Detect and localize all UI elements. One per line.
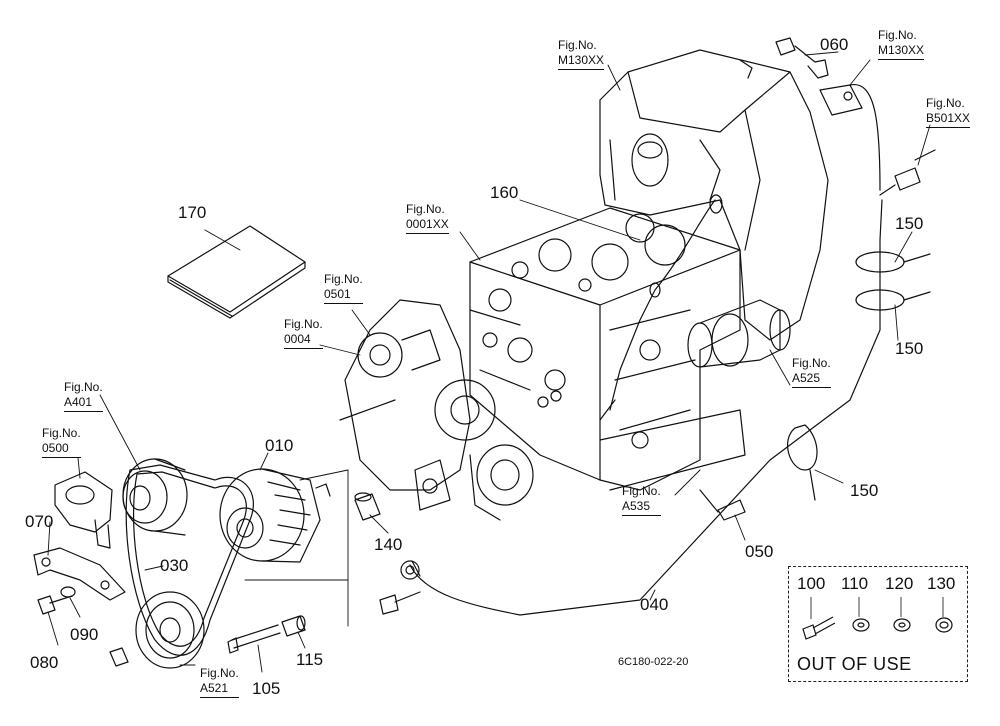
wire-harness-040 [379,199,883,616]
fig-a521: Fig.No.A521 [200,666,239,698]
part-050-label: 050 [745,542,774,561]
part-115-label: 115 [296,650,324,669]
part-010-label: 010 [265,436,294,455]
clamp-150-tie [786,424,818,501]
cylinder-block [469,207,741,491]
fig-0501: Fig.No.0501 [324,272,363,304]
part-150-label-upper: 150 [895,214,924,233]
thermostat-housing [54,471,113,549]
bolt-100 [802,597,836,640]
fig-0001: Fig.No.0001XX [406,202,449,234]
leader-lines [47,51,931,673]
fan-pulley [122,458,188,536]
fig-m130-right: Fig.No.M130XX [878,28,925,60]
out-of-use-label: OUT OF USE [797,654,912,674]
fig-a525: Fig.No.A525 [792,356,831,388]
sensor-060 [775,37,881,191]
fig-b501: Fig.No.B501XX [926,96,971,128]
alternator [219,468,331,563]
part-120-label: 120 [885,574,914,593]
part-070-label: 070 [25,512,54,531]
connector-050 [717,499,746,521]
drawing-code: 6C180-022-20 [618,656,689,668]
part-170-label: 170 [178,203,207,222]
gear-case [339,299,496,491]
part-110-label: 110 [841,574,869,593]
fig-0004: Fig.No.0004 [284,317,323,349]
bolt-080 [37,595,73,615]
dipstick [599,194,723,421]
crank-pulley [109,591,205,669]
bolt-105 [227,624,281,654]
part-105-label: 105 [252,679,281,698]
connector-b501 [879,149,936,196]
part-140-label: 140 [374,535,403,554]
part-150-label-tie: 150 [850,481,879,500]
part-160-label: 160 [490,183,519,202]
washer-090 [60,586,76,598]
fig-m130-left: Fig.No.M130XX [558,38,605,70]
nut-130 [935,597,953,633]
oil-filter [414,444,534,521]
fig-a401: Fig.No.A401 [64,380,103,412]
part-040-label: 040 [640,595,669,614]
out-of-use-parts [802,597,953,640]
part-090-label: 090 [70,625,99,644]
starter-motor [687,299,791,368]
part-060-label: 060 [820,35,849,54]
part-030-label: 030 [160,556,189,575]
v-belt [125,464,254,656]
fig-a535: Fig.No.A535 [622,484,661,516]
cover-170 [167,225,306,319]
fig-0500: Fig.No.0500 [42,426,81,458]
part-130-label: 130 [927,574,956,593]
part-080-label: 080 [30,653,59,672]
bushing-140 [354,492,381,521]
collar-115 [281,615,306,637]
bracket-070 [33,547,126,601]
oil-pan [599,409,746,491]
part-100-label: 100 [797,574,826,593]
out-of-use-box: 100 110 120 130 [788,566,968,682]
flywheel-housing [599,49,829,341]
part-150-label-lower: 150 [895,339,924,358]
spring-washer-120 [893,597,911,632]
washer-110 [852,597,870,632]
clamp-150-lower [855,289,931,311]
clamp-150-upper [855,251,931,273]
